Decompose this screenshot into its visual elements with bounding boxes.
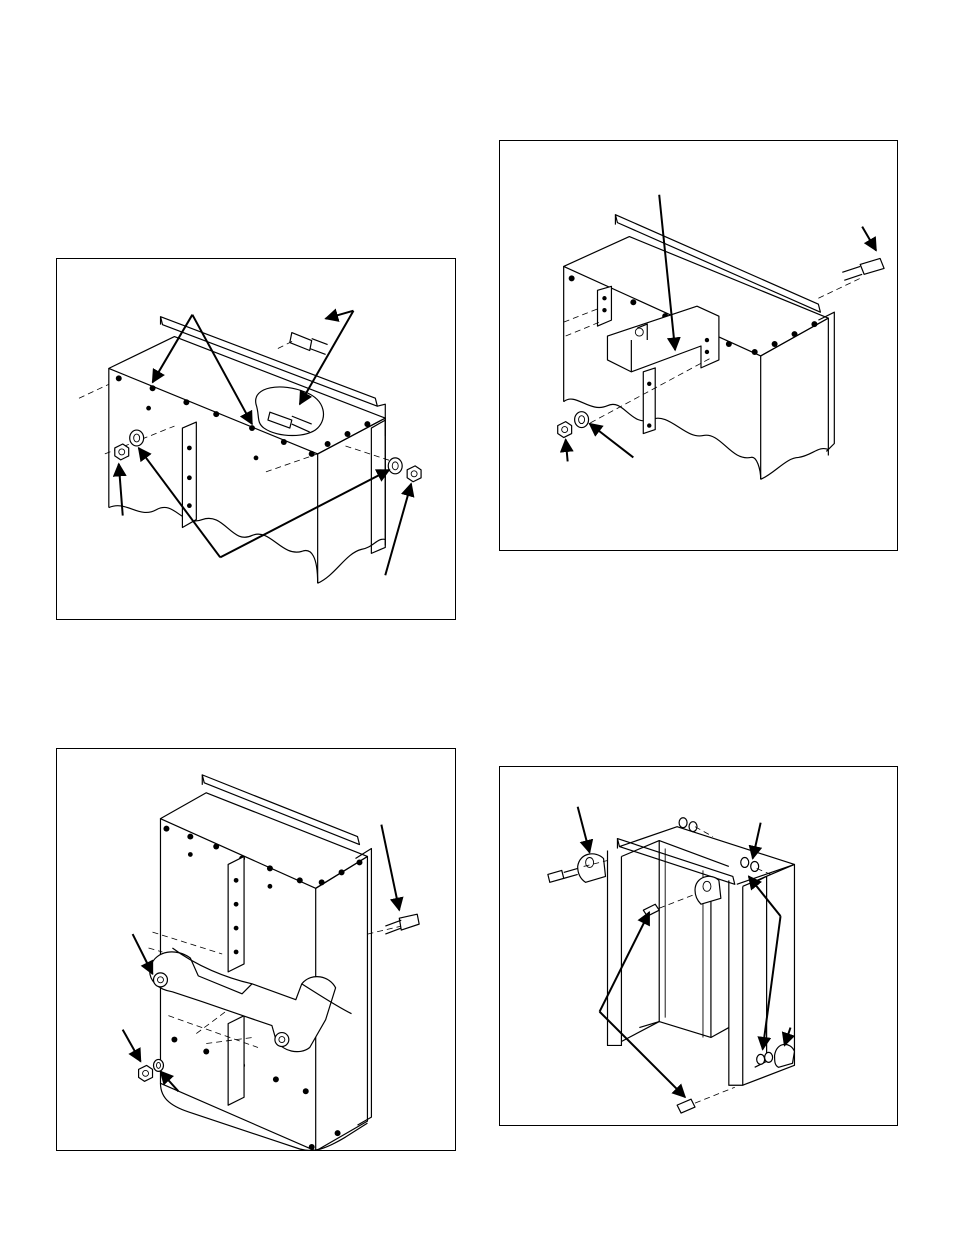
figure-4-frame bbox=[499, 766, 898, 1126]
radiator-mount-bracket-illustration bbox=[57, 749, 455, 1150]
figure-1-frame bbox=[56, 258, 456, 620]
radiator-bracket-illustration bbox=[500, 141, 897, 550]
radiator-bolt-removal-illustration bbox=[57, 259, 455, 619]
figure-3-frame bbox=[56, 748, 456, 1151]
figure-2-frame bbox=[499, 140, 898, 551]
radiator-frame-mounts-illustration bbox=[500, 767, 897, 1125]
